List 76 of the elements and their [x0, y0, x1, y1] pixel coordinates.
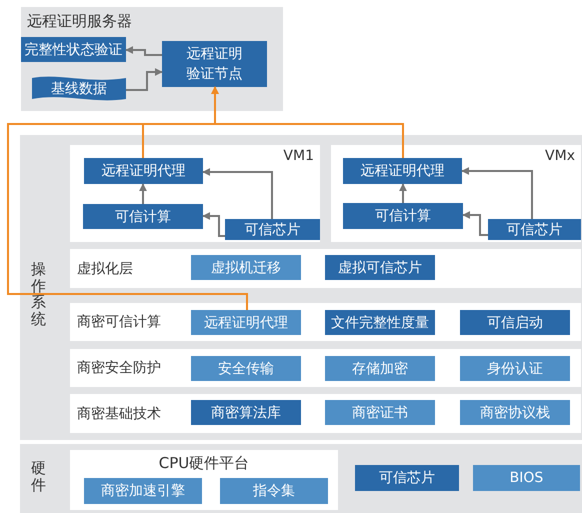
row-title: 商密安全防护: [77, 359, 161, 377]
process-box: [83, 204, 203, 229]
box-label: 可信计算: [114, 208, 172, 226]
layer-panel: [20, 135, 582, 440]
box-label: 商密加速引擎: [100, 482, 186, 501]
box-label: 存储加密: [351, 360, 409, 378]
process-box: [325, 356, 435, 381]
box-label: 完整性状态验证: [24, 40, 124, 60]
platform-panel: [70, 450, 338, 510]
vm-panel: [331, 145, 581, 242]
box-label: 基线数据: [50, 80, 108, 98]
process-box: [191, 255, 301, 280]
process-box: [460, 356, 570, 381]
arrow: [139, 183, 147, 204]
box-label: 商密算法库: [210, 404, 282, 422]
box-label: 远程证明代理: [360, 162, 446, 181]
process-box: [325, 310, 435, 335]
layer-row: [70, 394, 581, 433]
panel-title: 操作系统: [31, 261, 46, 327]
panel-title: VMx: [545, 148, 575, 164]
panel-title: 硬件: [31, 460, 46, 493]
arrow: [461, 167, 533, 219]
box-label: 虚拟机迁移: [210, 258, 282, 278]
box-label: 可信芯片: [244, 220, 302, 240]
box-label: 可信芯片: [506, 220, 564, 240]
process-box: [225, 219, 320, 240]
process-box: [460, 400, 570, 425]
panel-title: VM1: [283, 148, 314, 164]
process-box: [162, 41, 267, 87]
arrow: [126, 68, 163, 91]
box-label: 远程证明验证节点: [186, 45, 244, 84]
arrow: [125, 46, 162, 56]
box-label: 虚拟可信芯片: [337, 258, 423, 278]
box-label: 商密证书: [351, 404, 409, 422]
process-box: [84, 158, 203, 184]
box-label: 可信芯片: [378, 469, 436, 488]
box-label: 商密协议栈: [479, 404, 551, 422]
box-label: 远程证明代理: [203, 314, 289, 332]
process-box: [460, 310, 570, 335]
arrow: [399, 183, 407, 203]
layer-panel: [20, 444, 582, 513]
process-box: [84, 478, 202, 504]
box-label: 身份认证: [486, 360, 544, 378]
box-label: 可信启动: [486, 314, 544, 332]
server-panel: [21, 7, 283, 111]
panel-title: CPU硬件平台: [158, 454, 250, 473]
process-box: [473, 465, 580, 491]
process-box: [191, 310, 301, 335]
row-title: 虚拟化层: [77, 260, 133, 278]
layer-row: [70, 249, 581, 288]
row-title: 商密可信计算: [77, 313, 161, 331]
box-label: BIOS: [508, 469, 544, 488]
box-label: 指令集: [252, 482, 296, 501]
process-box: [343, 158, 462, 184]
panel-title: 远程证明服务器: [27, 12, 132, 31]
process-box: [488, 219, 581, 240]
process-box: [355, 465, 459, 491]
box-label: 文件完整性度量: [330, 314, 430, 332]
process-box: [343, 203, 463, 229]
box-label: 安全传输: [217, 360, 275, 378]
vm-panel: [70, 145, 320, 242]
process-box: [325, 255, 435, 280]
process-box: [191, 356, 301, 381]
arrow: [202, 212, 225, 237]
layer-row: [70, 303, 581, 341]
layer-row: [70, 349, 581, 387]
process-box: [325, 400, 435, 425]
arrow: [7, 86, 248, 310]
box-label: 可信计算: [374, 207, 432, 226]
document-shape: [32, 76, 126, 101]
arrow: [202, 168, 273, 219]
process-box: [191, 400, 301, 425]
box-label: 远程证明代理: [100, 162, 186, 181]
row-title: 商密基础技术: [77, 404, 161, 422]
process-box: [220, 478, 328, 504]
arrow: [462, 211, 488, 236]
